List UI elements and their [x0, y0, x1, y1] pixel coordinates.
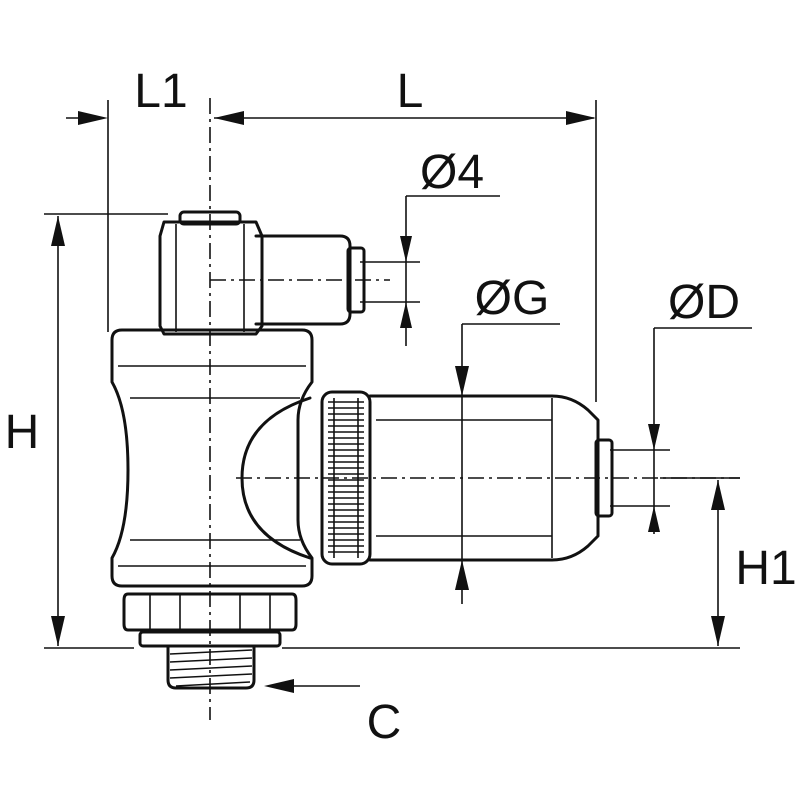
- center-lines: [209, 98, 740, 720]
- label-o4: Ø4: [420, 146, 484, 199]
- dimension-c: [264, 679, 360, 693]
- label-h1: H1: [735, 542, 796, 595]
- dimension-h: [51, 216, 65, 646]
- dimension-og: [455, 323, 560, 604]
- label-l1: L1: [134, 65, 187, 118]
- label-h: H: [5, 406, 40, 459]
- flow-regulator: [320, 390, 614, 566]
- label-c: C: [367, 696, 402, 749]
- label-og: ØG: [475, 272, 550, 325]
- label-l: L: [397, 65, 424, 118]
- dimension-l1-l: [66, 111, 596, 125]
- dimension-o4: [400, 195, 500, 346]
- dimension-h1: [711, 480, 725, 646]
- dimension-od: [648, 327, 752, 534]
- fitting-body: [110, 210, 366, 690]
- label-od: ØD: [668, 276, 740, 329]
